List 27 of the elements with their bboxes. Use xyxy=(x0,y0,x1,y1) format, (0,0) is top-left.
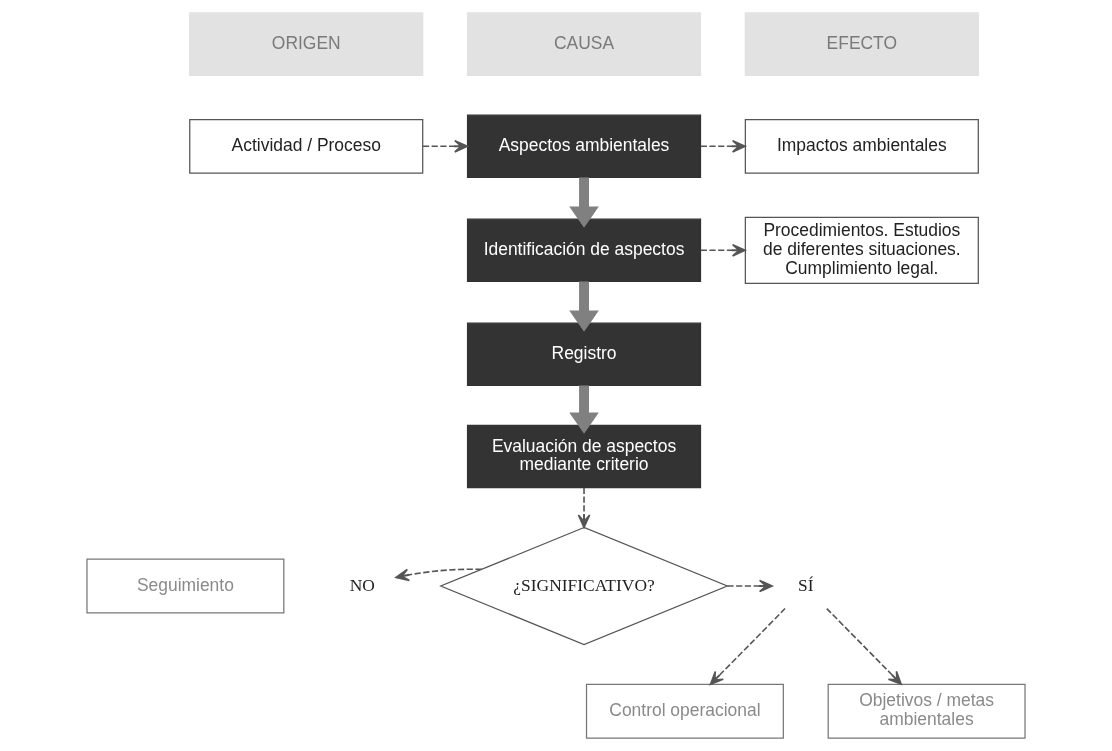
node-box: ORIGEN xyxy=(189,12,424,76)
node-box: Actividad / Proceso xyxy=(189,118,424,174)
node-text: SÍ xyxy=(798,574,814,595)
arrow xyxy=(569,385,599,434)
arrow xyxy=(569,177,599,228)
node-box: Seguimiento xyxy=(86,558,285,614)
arrow xyxy=(709,607,786,686)
node-text: NO xyxy=(349,574,375,595)
node-box: Identificación de aspectos xyxy=(466,218,702,283)
arrow xyxy=(422,139,469,153)
node-box: Procedimientos. Estudios de diferentes situaciones. Cumplimiento legal. xyxy=(744,216,979,284)
node-box: Registro xyxy=(466,322,702,387)
node-diamond: ¿SIGNIFICATIVO? xyxy=(439,526,729,646)
node-box: EFECTO xyxy=(744,12,979,76)
arrow xyxy=(699,243,746,257)
node-box: Objetivos / metas ambientales xyxy=(827,683,1026,739)
arrow xyxy=(577,487,591,529)
node-box: Evaluación de aspectos mediante criterio xyxy=(466,424,702,489)
node-box: Control operacional xyxy=(585,683,784,739)
arrow xyxy=(726,579,773,593)
node-box: CAUSA xyxy=(466,12,702,76)
arrow xyxy=(395,568,483,582)
arrow xyxy=(826,607,902,685)
node-box: Impactos ambientales xyxy=(744,118,979,174)
arrow xyxy=(699,139,746,153)
arrow xyxy=(569,281,599,332)
node-box: Aspectos ambientales xyxy=(466,114,702,179)
